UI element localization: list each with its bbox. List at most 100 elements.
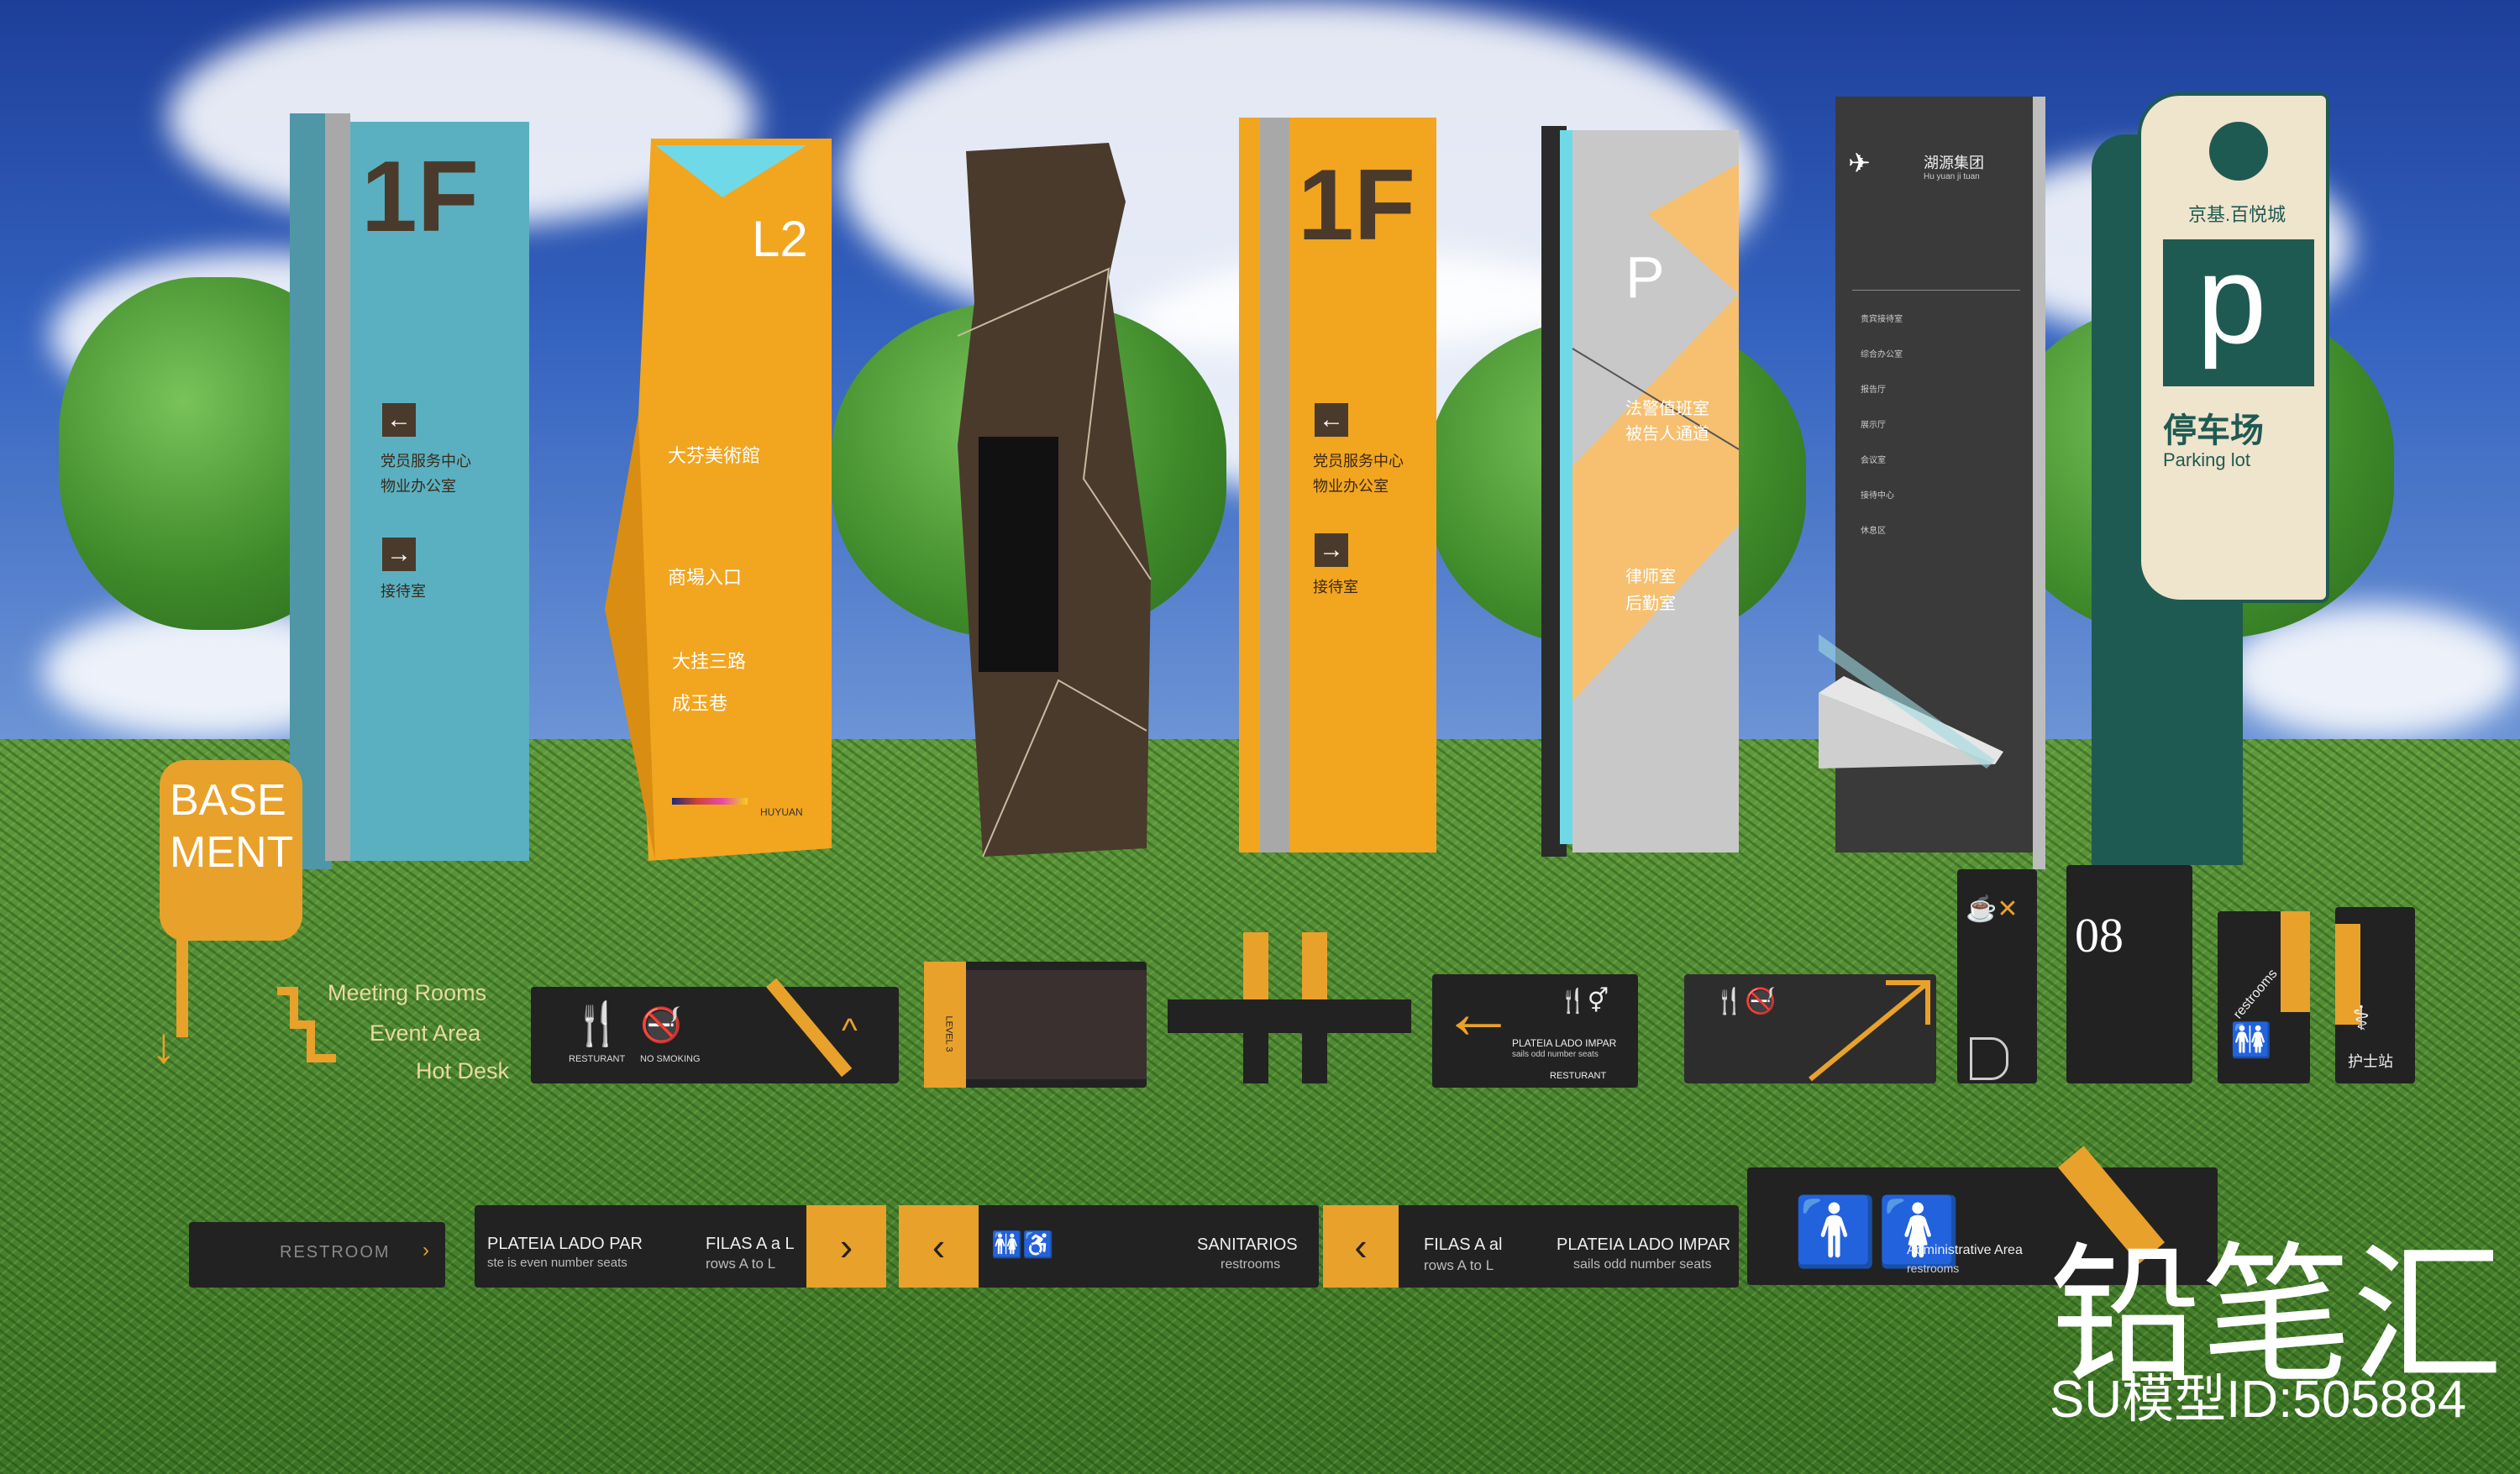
arrow-right-icon: → — [1315, 533, 1348, 567]
sign-line: 物业办公室 — [1313, 478, 1389, 495]
amenity-icons: 🍴⚥ — [1558, 988, 1609, 1014]
chevron-right-icon: › — [806, 1205, 886, 1288]
sign-label: sails odd number seats — [1512, 1050, 1599, 1059]
door-icon — [1970, 1037, 2008, 1080]
directory-sign-l2-orange: L2 大芬美術館 商場入口 大挂三路 成玉巷 HUYUAN — [605, 139, 832, 861]
sign-stripe — [1260, 118, 1289, 852]
nurse-icon: ⚕ — [2352, 1000, 2370, 1037]
sign-label: FILAS A al — [1424, 1235, 1503, 1254]
directory-row: 休息区 — [1861, 527, 1886, 536]
coffee-icon: ☕✕ — [1966, 895, 2019, 923]
sign-line: 律师室 — [1625, 568, 1676, 586]
administrative-area-sign: 🚹🚺 Administrative Area restrooms — [1747, 1146, 2218, 1285]
sign-line: 大挂三路 — [672, 651, 747, 672]
nurse-station-sign: ⚕ 护士站 — [2335, 907, 2415, 1083]
directory-list: 贵宾接待室 综合办公室 报告厅 展示厅 会议室 接待中心 休息区 — [1861, 302, 1903, 549]
restroom-strip-sign: RESTROOM › — [189, 1222, 445, 1288]
plateia-par-sign: PLATEIA LADO PAR ste is even number seat… — [475, 1205, 886, 1288]
sign-label: rows A to L — [1424, 1257, 1494, 1273]
digital-sign-brown — [957, 143, 1152, 858]
sign-line: 大芬美術館 — [668, 445, 761, 466]
sign-label: RESTURANT — [569, 1054, 626, 1064]
info-panel — [966, 970, 1147, 1079]
floor-number: 1F — [361, 140, 480, 253]
restroom-icons: 🚻♿ — [991, 1231, 1054, 1259]
sign-label: restrooms — [1907, 1262, 1960, 1275]
restroom-figures-icon: 🚹🚺 — [1793, 1194, 1961, 1269]
sign-label: PLATEIA LADO IMPAR — [1557, 1235, 1731, 1254]
screen-display — [979, 437, 1058, 672]
parking-direction-sign: P 法警值班室 被告人通道 律师室 后勤室 — [1541, 126, 1740, 865]
chevron-left-icon: ‹ — [1323, 1205, 1399, 1288]
sign-line: 党员服务中心 — [1313, 453, 1404, 469]
sign-line: 成玉巷 — [672, 693, 728, 714]
sign-edge — [2033, 97, 2045, 869]
parking-letter: P — [1625, 244, 1665, 310]
divider — [1852, 290, 2020, 291]
basement-item: Hot Desk — [416, 1058, 510, 1083]
level-directory-sign: 3 LEVEL 3 — [924, 954, 1147, 1088]
basement-item: Event Area — [370, 1020, 481, 1046]
cafe-sign-vertical: ☕✕ — [1957, 869, 2037, 1083]
sign-line: 物业办公室 — [381, 478, 456, 495]
group-name-en: Hu yuan ji tuan — [1924, 172, 1980, 181]
restrooms-sign: restrooms 🚻 — [2218, 911, 2310, 1083]
sign-side — [290, 113, 332, 869]
sign-line: 被告人通道 — [1625, 425, 1709, 443]
sign-line: 后勤室 — [1625, 595, 1676, 613]
restaurant-sign: 🍴 🚭 RESTURANT NO SMOKING ^ — [531, 978, 899, 1083]
parking-letter: p — [2197, 228, 2267, 370]
color-bar — [672, 798, 748, 805]
arrow-up-icon: ^ — [842, 1012, 858, 1049]
restroom-icon: 🚻 — [2230, 1022, 2272, 1059]
sign-label: restrooms — [2230, 966, 2281, 1022]
no-smoking-icon: 🚭 — [640, 1007, 682, 1044]
sign-label: RESTURANT — [1550, 1071, 1607, 1081]
sign-label: restrooms — [1221, 1257, 1281, 1272]
sign-label: Administrative Area — [1907, 1243, 2023, 1257]
chevron-sculpture — [1819, 634, 2003, 768]
sign-label: PLATEIA LADO IMPAR — [1512, 1037, 1617, 1049]
sign-label: sails odd number seats — [1573, 1257, 1712, 1272]
plateia-restaurant-sign: ← 🍴⚥ PLATEIA LADO IMPAR sails odd number… — [1432, 971, 1638, 1088]
watermark-title: 铅笔汇 — [2050, 1232, 2504, 1401]
amenity-icons: 🍴🚭 — [1714, 988, 1777, 1015]
level-label: L2 — [752, 211, 808, 267]
basement-line: BASE — [170, 776, 286, 825]
group-name: 湖源集团 — [1924, 155, 1984, 171]
bird-logo-icon: ✈ — [1848, 148, 1871, 178]
directory-row: 接待中心 — [1861, 491, 1894, 501]
sign-line: 接待室 — [381, 583, 426, 600]
sign-line: 党员服务中心 — [381, 453, 471, 469]
sign-facets — [1572, 164, 1740, 701]
arrow-right-icon: → — [382, 538, 416, 571]
sign-label: SANITARIOS — [1197, 1235, 1298, 1254]
cross-arrow-sign — [1168, 932, 1411, 1083]
arrow-stem — [176, 928, 188, 1037]
cutlery-icon: 🍴 — [571, 1000, 624, 1047]
sign-label: 护士站 — [2348, 1053, 2393, 1070]
parking-box — [2163, 239, 2314, 386]
level-label: LEVEL 3 — [943, 1015, 954, 1052]
floor-number: 1F — [1298, 149, 1416, 261]
sign-line: 商場入口 — [668, 567, 743, 588]
sign-label: FILAS A a L — [706, 1235, 795, 1253]
sign-label: rows A to L — [706, 1256, 776, 1272]
directory-row: 贵宾接待室 — [1861, 315, 1903, 324]
sanitarios-sign: ‹ 🚻♿ SANITARIOS restrooms — [899, 1205, 1319, 1288]
arrow-down-icon: ↓ — [151, 1017, 176, 1073]
arrow-left-icon: ← — [1315, 403, 1348, 437]
parking-lot-sign: 京基.百悦城 p 停车场 Parking lot — [2092, 92, 2329, 865]
level-bar — [924, 962, 966, 1088]
directory-row: 会议室 — [1861, 456, 1886, 465]
corporate-directory-sign: 湖源集团 Hu yuan ji tuan ✈ 贵宾接待室 综合办公室 报告厅 展… — [1819, 97, 2045, 869]
directory-sign-1f-orange: 1F ← 党员服务中心 物业办公室 → 接待室 — [1239, 118, 1436, 852]
arrow-right-icon: › — [423, 1239, 429, 1262]
accent-stripe — [766, 978, 853, 1078]
brand-label: HUYUAN — [760, 806, 803, 818]
directory-sign-1f-teal: 1F ← 党员服务中心 物业办公室 → 接待室 — [290, 113, 529, 869]
directory-row: 报告厅 — [1861, 386, 1886, 395]
sign-line: 法警值班室 — [1625, 400, 1709, 418]
amenities-arrow-sign: 🍴🚭 — [1684, 974, 1936, 1083]
plateia-impar-sign: ‹ FILAS A al rows A to L PLATEIA LADO IM… — [1323, 1205, 1739, 1288]
